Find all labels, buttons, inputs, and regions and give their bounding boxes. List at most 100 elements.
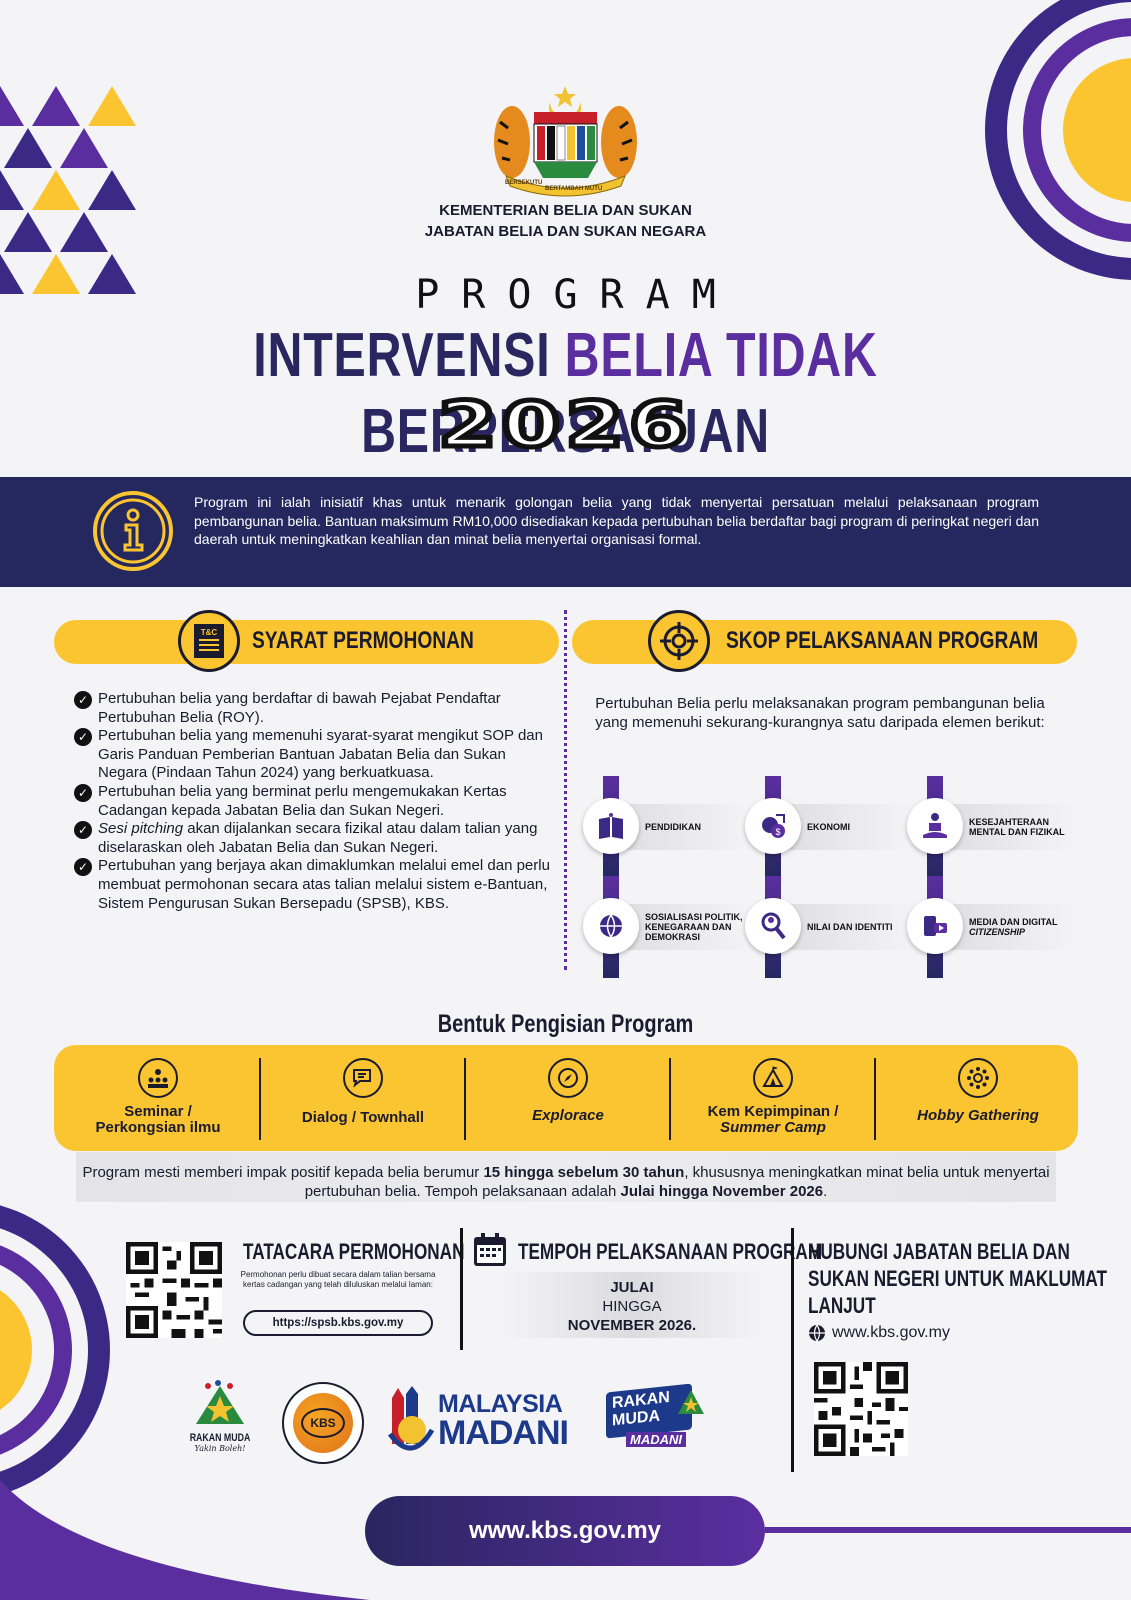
skop-element-label: EKONOMI <box>807 822 851 832</box>
bentuk-item-explorace: Explorace <box>466 1058 670 1142</box>
section-divider-2 <box>791 1228 794 1472</box>
bentuk-item-label-2: Summer Camp <box>720 1119 826 1136</box>
title-part-3: BERPERSATUAN <box>361 397 770 466</box>
malaysia-madani-logo: MALAYSIA MADANI <box>386 1384 582 1456</box>
check-icon: ✓ <box>74 858 92 877</box>
footer-line <box>765 1527 1131 1533</box>
skop-element-label: NILAI DAN IDENTITI <box>807 922 893 932</box>
syarat-item-text: Pertubuhan belia yang memenuhi syarat-sy… <box>98 727 543 782</box>
info-icon <box>93 491 173 571</box>
kbs-logo-inner: KBS <box>293 1393 353 1453</box>
meditation-icon <box>907 798 963 854</box>
bentuk-item-label: Kem Kepimpinan / <box>707 1103 839 1120</box>
note-text: . <box>823 1183 828 1200</box>
period-from: JULAI <box>610 1279 654 1296</box>
top-right-rings <box>985 0 1131 280</box>
skop-media-label: MEDIA DAN DIGITAL <box>969 917 1058 927</box>
ministry-line-1: KEMENTERIAN BELIA DAN SUKAN <box>439 202 692 219</box>
skop-element-kesejahteraan: KESEJAHTERAAN MENTAL DAN FIZIKAL <box>907 776 1077 878</box>
skop-element-nilai: NILAI DAN IDENTITI <box>745 876 915 978</box>
check-icon: ✓ <box>74 691 92 709</box>
rm-madani-text-3: MADANI <box>626 1432 686 1447</box>
period-to: NOVEMBER 2026. <box>567 1317 697 1334</box>
madani-text-2: MADANI <box>438 1414 569 1452</box>
title-part-1: INTERVENSI <box>253 321 565 390</box>
bentuk-separator <box>259 1058 261 1140</box>
skop-intro: Pertubuhan Belia perlu melaksanakan prog… <box>595 695 1045 731</box>
note-band <box>76 1152 1056 1202</box>
bentuk-item-label: Hobby Gathering <box>917 1107 1039 1124</box>
check-icon: ✓ <box>74 783 92 802</box>
bentuk-item-kem: Kem Kepimpinan / Summer Camp <box>671 1058 875 1142</box>
check-icon: ✓ <box>74 821 92 840</box>
globe-icon <box>809 1324 825 1342</box>
bentuk-item-label: Dialog / Townhall <box>301 1109 425 1126</box>
bottom-left-rings <box>0 1205 110 1495</box>
title-part-2: BELIA TIDAK <box>564 321 878 390</box>
info-text: Program ini ialah inisiatif khas untuk m… <box>194 494 1039 547</box>
bentuk-item-seminar: Seminar / Perkongsian ilmu <box>56 1058 260 1142</box>
bentuk-separator <box>874 1058 876 1140</box>
website-text[interactable]: www.kbs.gov.my <box>832 1324 950 1341</box>
ministry-name: KEMENTERIAN BELIA DAN SUKAN JABATAN BELI… <box>0 200 1131 242</box>
bentuk-separator <box>669 1058 671 1140</box>
title-year: 2026 <box>435 386 693 464</box>
emblem-ribbon-left: BERSEKUTU <box>505 180 543 186</box>
program-word: PROGRAM <box>415 272 738 318</box>
bentuk-title: Bentuk Pengisian Program <box>437 1010 694 1038</box>
calendar-icon <box>474 1233 506 1266</box>
qr-code-application[interactable] <box>126 1242 222 1338</box>
compass-icon <box>548 1058 588 1098</box>
rakan-muda-star-icon <box>196 1380 244 1424</box>
bentuk-separator <box>464 1058 466 1140</box>
coat-of-arms-emblem <box>494 86 637 197</box>
kbs-logo: KBS <box>282 1382 364 1464</box>
bentuk-item-dialog: Dialog / Townhall <box>261 1058 465 1142</box>
rakan-muda-logo: RAKAN MUDA Yakin Boleh! <box>180 1380 260 1460</box>
program-note: Program mesti memberi impak positif kepa… <box>76 1163 1056 1201</box>
tempoh-period: JULAI HINGGA NOVEMBER 2026. <box>500 1272 764 1338</box>
note-period: Julai hingga November 2026 <box>620 1183 824 1200</box>
spsb-link[interactable]: https://spsb.kbs.gov.my <box>243 1310 433 1336</box>
emblem-ribbon-mid: BERTAMBAH MUTU <box>545 186 603 192</box>
triangle-pattern <box>0 86 136 294</box>
info-band <box>0 477 1131 587</box>
camp-icon <box>753 1058 793 1098</box>
rakan-muda-madani-logo: RAKAN MUDA MADANI <box>606 1383 706 1452</box>
bentuk-item-hobby: Hobby Gathering <box>876 1058 1080 1142</box>
period-mid: HINGGA <box>602 1298 662 1315</box>
hubungi-title-line-3: LANJUT <box>808 1293 876 1318</box>
people-circle-icon <box>958 1058 998 1098</box>
svg-text:$: $ <box>775 827 780 837</box>
syarat-item-text: Pertubuhan belia yang berminat perlu men… <box>98 782 507 819</box>
skop-element-pendidikan: PENDIDIKAN <box>583 776 753 878</box>
skop-media-label-italic: CITIZENSHIP <box>969 927 1026 937</box>
qr-code-contact[interactable] <box>814 1362 908 1456</box>
audience-icon <box>138 1058 178 1098</box>
madani-emblem-icon <box>387 1386 434 1451</box>
hubungi-title: HUBUNGI JABATAN BELIA DAN SUKAN NEGERI U… <box>808 1238 1107 1319</box>
column-divider <box>564 610 567 970</box>
magnifier-person-icon <box>745 898 801 954</box>
list-item: ✓ Pertubuhan belia yang berminat perlu me… <box>70 783 550 820</box>
chat-icon <box>343 1058 383 1098</box>
syarat-item-text: Pertubuhan yang berjaya akan dimaklumkan… <box>98 857 550 912</box>
footer-website-button[interactable]: www.kbs.gov.my <box>365 1496 765 1566</box>
note-text: Program mesti memberi impak positif kepa… <box>82 1164 484 1181</box>
book-icon <box>583 798 639 854</box>
list-item: ✓ Pertubuhan yang berjaya akan dimaklumka… <box>70 857 550 913</box>
target-icon <box>648 610 710 672</box>
money-icon: $ <box>745 798 801 854</box>
rm-madani-star-icon <box>678 1390 704 1414</box>
tnc-document-icon: T&C <box>178 610 240 672</box>
rakan-muda-tagline: Yakin Boleh! <box>194 1444 246 1453</box>
ministry-line-2: JABATAN BELIA DAN SUKAN NEGARA <box>424 223 707 240</box>
syarat-list: ✓Pertubuhan belia yang berdaftar di bawa… <box>70 690 550 913</box>
website-line[interactable]: www.kbs.gov.my <box>808 1324 950 1342</box>
note-text: , khususnya meningkatkan minat belia unt… <box>304 1164 1050 1200</box>
tempoh-title: TEMPOH PELAKSANAAN PROGRAM <box>518 1239 823 1264</box>
bentuk-item-label: Seminar / Perkongsian ilmu <box>95 1103 221 1136</box>
syarat-item-italic: Sesi pitching <box>98 820 184 838</box>
